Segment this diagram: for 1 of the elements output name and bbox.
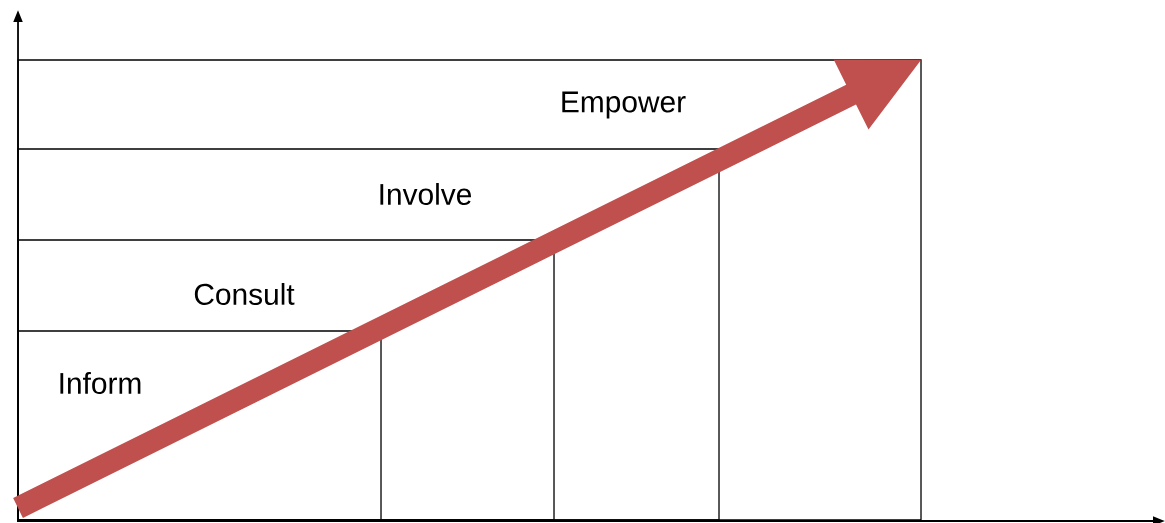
- level-box: Inform: [17, 330, 382, 521]
